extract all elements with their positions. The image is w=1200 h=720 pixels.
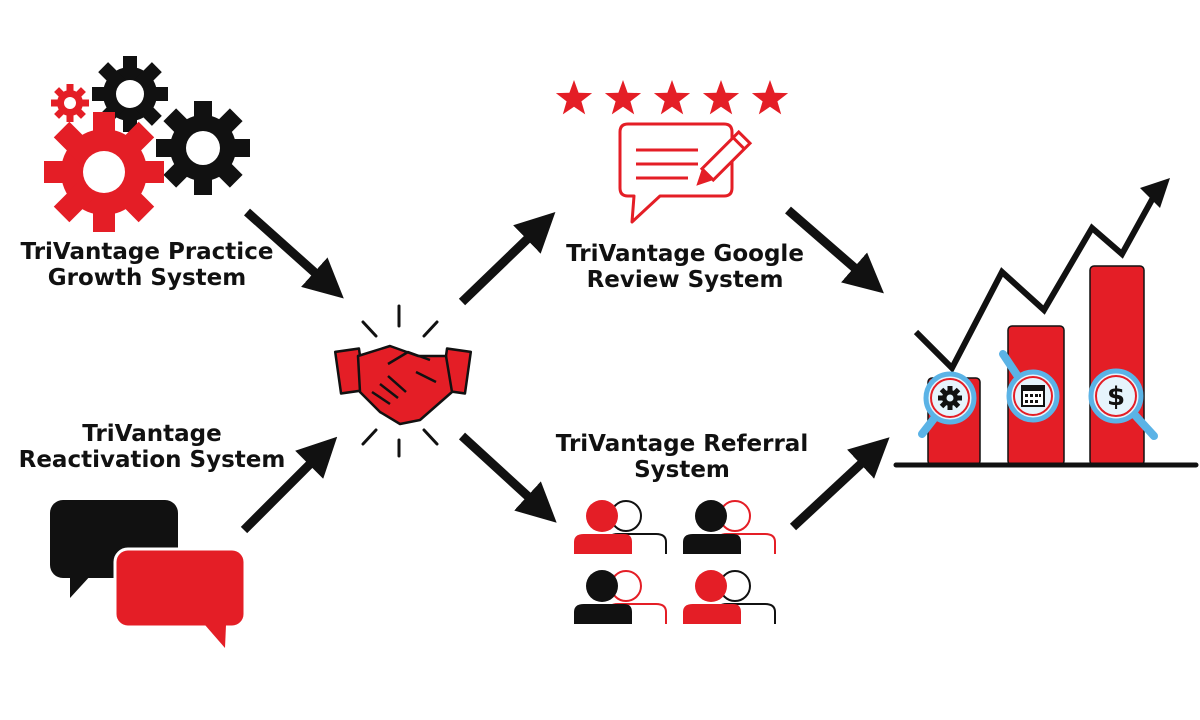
- gear-icon: [938, 386, 962, 410]
- gear-top-black: [92, 56, 168, 132]
- label-line: TriVantage Referral: [555, 431, 809, 457]
- star-icon: [751, 80, 789, 115]
- label-line: TriVantage: [82, 421, 222, 447]
- magnifier-dollar-badge: $: [1088, 368, 1158, 440]
- star-icon: [653, 80, 691, 115]
- star-rating: [555, 80, 789, 115]
- chat-bubbles-icon: [50, 500, 247, 648]
- handshake-hands: [333, 344, 473, 426]
- star-icon: [702, 80, 740, 115]
- speech-bubble-outline: [618, 122, 734, 224]
- label-line: Reactivation System: [18, 447, 286, 473]
- people-pair: [574, 570, 667, 624]
- arrow-reactivation-to-hub: [240, 436, 338, 534]
- label-line: Review System: [586, 267, 784, 293]
- people-pair: [683, 500, 776, 554]
- people-pair: [574, 500, 667, 554]
- arrow-hub-to-referral: [458, 432, 557, 523]
- label-referral: TriVantage Referral System: [548, 431, 816, 483]
- chart-bar: [1089, 265, 1145, 466]
- label-reactivation: TriVantage Reactivation System: [18, 421, 286, 473]
- review-speech-bubble: [618, 122, 734, 224]
- label-line: Growth System: [47, 265, 247, 291]
- magnifier-calendar-badge: [999, 350, 1060, 423]
- gear-large-red: [44, 112, 164, 232]
- trend-arrowhead: [1140, 178, 1170, 208]
- star-icon: [555, 80, 593, 115]
- dollar-icon: $: [1107, 382, 1125, 412]
- pencil-icon: [696, 129, 753, 186]
- people-referral-icon: [574, 500, 776, 624]
- magnifier-gear-badge: [918, 371, 977, 438]
- arrow-referral-to-chart: [789, 437, 890, 531]
- gear-small-red: [51, 84, 89, 122]
- label-google-review: TriVantage Google Review System: [560, 241, 810, 293]
- label-practice-growth: TriVantage Practice Growth System: [18, 239, 276, 291]
- label-line: System: [634, 457, 730, 483]
- handshake-icon: [333, 304, 473, 458]
- trend-line: [913, 194, 1157, 374]
- review-stars-icon: [555, 80, 789, 224]
- arrow-hub-to-google-review: [458, 212, 556, 306]
- label-line: TriVantage Google: [566, 241, 804, 267]
- gear-right-black: [156, 101, 250, 195]
- growth-chart-icon: $: [893, 178, 1199, 468]
- arrow-practice-to-hub: [244, 208, 344, 299]
- edges: [240, 206, 890, 534]
- arrow-google-review-to-chart: [785, 206, 884, 294]
- people-pair: [683, 570, 776, 624]
- star-icon: [604, 80, 642, 115]
- gears-icon: [44, 56, 250, 232]
- chart-bars: [927, 265, 1145, 466]
- burst-lines: [361, 304, 439, 458]
- chat-bubble-red: [113, 547, 247, 648]
- label-line: TriVantage Practice: [20, 239, 274, 265]
- calendar-icon: [1021, 385, 1045, 407]
